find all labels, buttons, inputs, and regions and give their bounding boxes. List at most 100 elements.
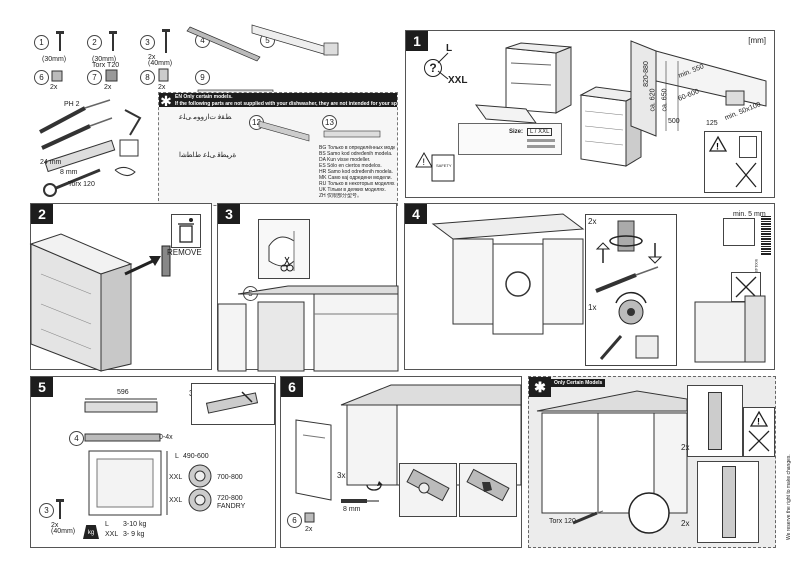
part-6-ref: 6	[287, 513, 302, 528]
notice-lang-4: HR Samo kod određenih modela.	[319, 169, 393, 175]
svg-text:!: !	[716, 142, 719, 152]
cabinet-niche-drawing	[217, 285, 399, 372]
star-step-badge: ✱	[529, 377, 551, 397]
step-6-panel: 6 3x 8 mm 6 2x	[280, 376, 522, 548]
cross-mark-icon	[735, 276, 757, 298]
gap-detail	[723, 218, 755, 246]
times-1-label: 1x	[588, 303, 597, 312]
part-2-caption: (30mm) Torx T20	[92, 56, 120, 69]
step-3-number: 3	[218, 204, 240, 224]
min-5-label: min. 5 mm	[733, 211, 766, 218]
step-5-panel: 5 596 3x 4 0-4x L 490-600 XXL 700-800 XX…	[30, 376, 276, 548]
screwdriver-icon	[341, 499, 379, 503]
niche-dimensions-drawing	[630, 40, 767, 137]
part-1-caption: (30mm)	[42, 56, 67, 63]
dim-ca-650: ca. 650	[661, 88, 669, 112]
scissors-icon	[280, 256, 294, 272]
tools-illustration	[39, 99, 142, 197]
part-9-badge: 9	[195, 70, 210, 85]
step-1-panel: 1 [mm] L ? XXL Size: L / XXL ! SAFETY 8	[405, 30, 775, 198]
safety-booklet-icon: ! SAFETY	[415, 151, 456, 182]
door-l-label: L	[175, 453, 179, 460]
notice-arabic-1: ﻂﻘﻓ ﺕﺍﺯﻭﻮﻣ ﻰﻠﻋ	[179, 114, 232, 121]
times-2a-label: 2x	[681, 443, 690, 452]
drill-warning-box: !	[704, 131, 762, 193]
clip-icon	[105, 69, 118, 82]
door-xxl-1-label: XXL	[169, 474, 183, 481]
warning-triangle-icon: !	[415, 151, 455, 182]
step-4-number: 4	[405, 204, 427, 224]
cross-mark-icon	[748, 430, 770, 452]
question-icon: ?	[424, 59, 442, 77]
strip-12-icon	[258, 120, 310, 142]
part-6-caption: 2x	[50, 84, 58, 91]
warning-box: !	[743, 407, 775, 457]
tool-torx-label: Torx 120	[68, 181, 95, 188]
clip-icon	[304, 512, 315, 523]
width-596-label: 596	[117, 389, 129, 396]
strip-13-icon	[323, 130, 381, 138]
part-3-badge: 3	[140, 35, 155, 50]
rail-drawing	[84, 433, 161, 442]
notice-line-1: EN Only certain models.	[175, 94, 233, 100]
screw-icon	[56, 499, 64, 519]
weight-xxl-value: 3- 9 kg	[123, 531, 145, 538]
door-l-range: 490-600	[183, 453, 209, 460]
svg-text:!: !	[423, 157, 426, 167]
weight-unit: kg	[87, 530, 95, 536]
cover-strip-icon	[251, 24, 339, 56]
side-bracket	[722, 466, 736, 538]
optional-parts-notice: ✱ EN Only certain models. If the followi…	[158, 92, 398, 206]
part-3-ref: 3	[39, 503, 54, 518]
size-xxl-label: XXL	[448, 75, 468, 86]
plate-line	[527, 139, 555, 142]
foot-adjust-detail: 2x 1x	[585, 214, 677, 366]
size-l-label: L	[446, 43, 453, 54]
dim-820-880: 820-880	[642, 61, 650, 87]
notice-lang-7: UK Тільки в деяких моделях.	[319, 187, 386, 193]
bracket-remove-icon	[161, 245, 171, 277]
side-bracket	[708, 392, 722, 450]
torx-ref-label: Torx 120	[549, 518, 576, 525]
screwdriver-icon	[595, 266, 659, 293]
notice-lang-1: BS Samo kod određenih modela.	[319, 151, 393, 157]
screwdriver-icon	[572, 510, 604, 525]
part-6-ref-caption: 2x	[305, 526, 313, 533]
star-badge: ✱	[159, 93, 173, 109]
part-8-badge: 8	[140, 70, 155, 85]
only-certain-models-label: Only Certain Models	[551, 379, 606, 387]
bracket-detail-top	[687, 385, 743, 457]
weight-l-label: L	[105, 521, 109, 528]
cross-mark-icon	[735, 162, 757, 188]
rotate-arrow-icon	[366, 481, 383, 491]
weight-icon: kg	[83, 525, 99, 539]
hinge-round-icon	[188, 488, 212, 512]
size-value: L / XXL	[527, 128, 553, 136]
tool-8mm-label: 8 mm	[60, 169, 78, 176]
notice-arabic-2: ﺓﺮﻴﻄﻗ ﻰﻠﻋ ﻁﺎﻄﺷﺍ	[179, 152, 237, 159]
socket-icon	[739, 136, 757, 158]
size-title: Size:	[509, 129, 524, 135]
door-xxl-2-range: 720-800	[217, 495, 243, 502]
unit-label: [mm]	[748, 36, 766, 45]
tool-8mm-ref: 8 mm	[343, 506, 361, 513]
step-3-panel: 3 5	[217, 203, 399, 372]
bracket-detail-icon	[466, 468, 510, 502]
step-5-number: 5	[31, 377, 53, 397]
part-3-caption: 2x (40mm)	[148, 54, 173, 67]
notice-lang-6: RU Только в некоторых моделях.	[319, 181, 395, 187]
screw-icon	[109, 31, 117, 51]
svg-text:!: !	[757, 417, 760, 427]
clip-icon	[51, 70, 63, 82]
reserve-changes-note: We reserve the right to make changes.	[786, 454, 792, 540]
notice-lang-3: ES Sólo en ciertos modelos.	[319, 163, 382, 169]
step-4-panel: 4 2x 1x min. 5 mm 9001456123	[404, 203, 775, 370]
warning-triangle-icon: !	[708, 135, 728, 152]
step-6-number: 6	[281, 377, 303, 397]
dim-125: 125	[706, 120, 718, 127]
dishwasher-open-drawing	[474, 42, 572, 124]
screw-detail-2	[459, 463, 517, 517]
bracket-detail-bottom	[697, 461, 759, 543]
step-star-panel: ✱ Only Certain Models Torx 120 ! 2x 2x	[528, 376, 776, 548]
parts-area: 1 (30mm) 2 (30mm) Torx T20 3 2x (40mm) 4…	[20, 24, 400, 200]
